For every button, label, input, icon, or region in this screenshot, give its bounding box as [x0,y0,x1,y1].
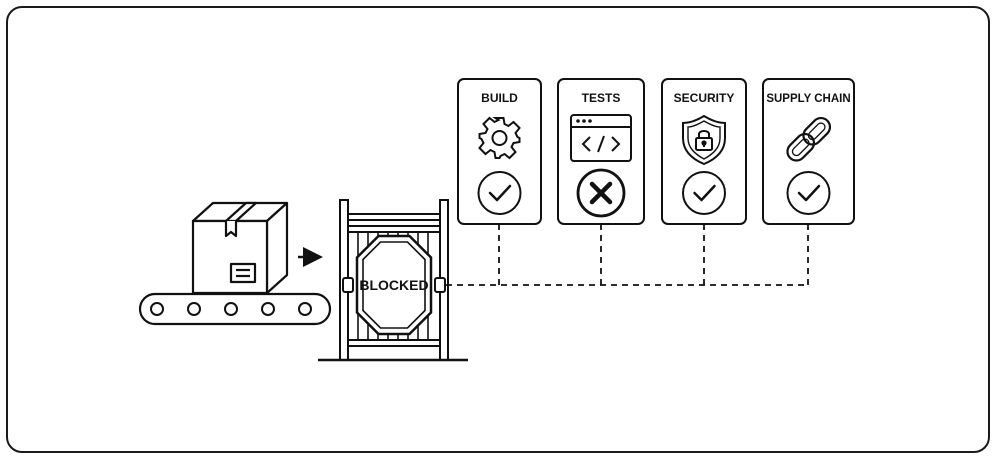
code-window-icon [570,114,632,162]
check-card-tests: TESTS [557,78,645,225]
check-circle-icon [477,171,522,215]
check-card-build: BUILD [457,78,542,225]
check-card-title: SECURITY [674,91,735,105]
check-card-title: SUPPLY CHAIN [766,93,850,105]
check-circle-icon [682,171,726,215]
connector-lines [446,224,809,286]
conveyor-rollers [150,302,312,316]
check-card-security: SECURITY [661,78,747,225]
conveyor-belt [138,292,332,326]
stop-sign-icon: BLOCKED [355,234,433,336]
check-circle-icon [786,171,831,215]
check-card-title: TESTS [582,91,621,105]
check-card-title: BUILD [481,91,518,105]
chain-link-icon [786,116,832,162]
shield-lock-icon [682,114,726,166]
check-card-supply-chain: SUPPLY CHAIN [762,78,855,225]
x-circle-icon [576,168,626,218]
gear-icon [478,116,521,160]
stop-sign-label: BLOCKED [359,277,428,293]
package-box-icon [191,201,289,295]
